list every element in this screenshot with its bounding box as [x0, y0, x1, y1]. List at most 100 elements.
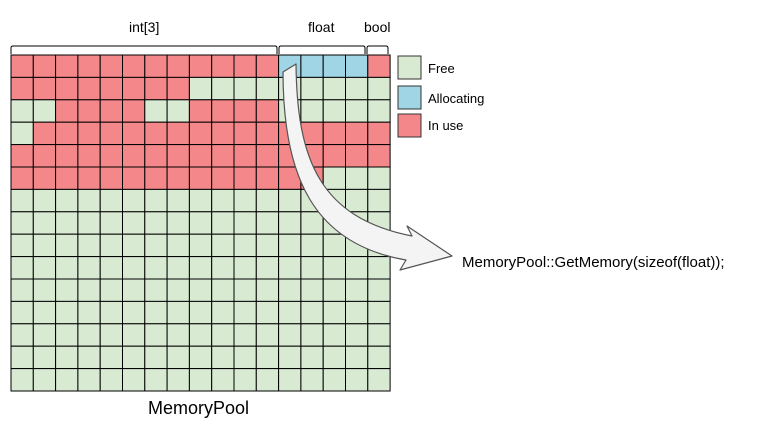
memory-cell-free — [77, 256, 101, 280]
memory-cell-free — [166, 323, 190, 347]
memory-cell-in-use — [32, 54, 57, 78]
memory-cell-free — [367, 345, 391, 370]
memory-cell-in-use — [99, 54, 123, 78]
memory-cell-free — [55, 278, 79, 302]
memory-cell-free — [233, 278, 257, 302]
memory-cell-free — [144, 323, 168, 347]
memory-cell-free — [99, 211, 123, 235]
float-label: float — [308, 19, 335, 35]
memory-cell-free — [367, 188, 391, 213]
memory-cell-free — [233, 368, 257, 392]
memory-cell-free — [278, 211, 302, 235]
memory-cell-free — [99, 256, 123, 280]
memory-cell-free — [233, 188, 257, 213]
memory-cell-free — [300, 323, 324, 347]
memory-cell-in-use — [77, 144, 101, 168]
memory-cell-in-use — [233, 99, 257, 123]
legend-swatch-allocating — [397, 85, 422, 110]
memory-cell-free — [345, 188, 369, 213]
memory-cell-in-use — [233, 166, 257, 190]
memory-cell-free — [55, 323, 79, 347]
memory-cell-free — [77, 323, 101, 347]
memory-cell-free — [255, 188, 280, 213]
memory-cell-allocating — [322, 54, 347, 78]
memory-cell-in-use — [99, 121, 123, 146]
arrow-icon — [282, 63, 453, 271]
memory-cell-free — [144, 345, 168, 370]
memory-cell-in-use — [345, 144, 369, 168]
memory-cell-in-use — [77, 121, 101, 146]
memory-cell-free — [300, 256, 324, 280]
memory-cell-free — [32, 211, 57, 235]
memory-cell-free — [211, 323, 235, 347]
memory-cell-in-use — [144, 54, 168, 78]
memory-cell-in-use — [188, 54, 213, 78]
memory-cell-in-use — [166, 54, 190, 78]
memory-cell-in-use — [55, 54, 79, 78]
memory-cell-free — [10, 188, 34, 213]
memory-cell-free — [10, 233, 34, 258]
memory-cell-free — [122, 323, 146, 347]
legend-label-in-use: In use — [428, 118, 464, 133]
memory-cell-in-use — [166, 76, 190, 101]
memory-cell-in-use — [144, 144, 168, 168]
memory-cell-allocating — [345, 54, 369, 78]
memory-cell-free — [322, 368, 347, 392]
memory-cell-free — [188, 345, 213, 370]
memory-cell-in-use — [188, 166, 213, 190]
memory-cell-free — [300, 76, 324, 101]
memory-cell-free — [99, 300, 123, 325]
memory-cell-free — [345, 76, 369, 101]
memory-cell-free — [278, 256, 302, 280]
memory-cell-in-use — [367, 54, 391, 78]
memory-cell-free — [32, 300, 57, 325]
memory-cell-in-use — [77, 54, 101, 78]
memory-cell-free — [122, 278, 146, 302]
memory-cell-free — [166, 233, 190, 258]
memory-cell-free — [32, 188, 57, 213]
memory-cell-free — [211, 188, 235, 213]
memory-cell-free — [322, 278, 347, 302]
memory-cell-free — [166, 368, 190, 392]
memory-cell-free — [77, 188, 101, 213]
memory-cell-free — [55, 233, 79, 258]
memory-cell-free — [144, 211, 168, 235]
memory-cell-in-use — [255, 121, 280, 146]
memory-cell-free — [367, 76, 391, 101]
memory-cell-free — [188, 188, 213, 213]
memory-cell-free — [77, 211, 101, 235]
memory-cell-free — [345, 300, 369, 325]
memory-cell-free — [278, 368, 302, 392]
memory-cell-free — [166, 256, 190, 280]
memory-cell-free — [345, 99, 369, 123]
memory-cell-free — [144, 99, 168, 123]
memory-cell-in-use — [166, 121, 190, 146]
memory-cell-free — [322, 256, 347, 280]
memory-cell-in-use — [322, 144, 347, 168]
memory-cell-free — [367, 368, 391, 392]
memory-cell-free — [345, 256, 369, 280]
memory-cell-free — [367, 166, 391, 190]
memory-cell-free — [211, 211, 235, 235]
memory-cell-free — [99, 233, 123, 258]
memory-cell-in-use — [10, 144, 34, 168]
memory-cell-free — [278, 300, 302, 325]
memory-cell-free — [32, 368, 57, 392]
legend — [397, 55, 422, 138]
memory-cell-in-use — [122, 144, 146, 168]
memory-cell-in-use — [32, 76, 57, 101]
memory-cell-in-use — [122, 166, 146, 190]
memory-cell-in-use — [188, 121, 213, 146]
memory-cell-in-use — [188, 144, 213, 168]
memory-cell-in-use — [255, 54, 280, 78]
memory-cell-in-use — [77, 166, 101, 190]
memory-cell-free — [278, 188, 302, 213]
memory-cell-free — [188, 278, 213, 302]
memory-cell-free — [233, 76, 257, 101]
memory-cell-free — [345, 345, 369, 370]
memory-cell-free — [255, 256, 280, 280]
memory-grid — [10, 54, 391, 392]
memory-cell-free — [300, 211, 324, 235]
memory-cell-free — [99, 188, 123, 213]
memory-cell-free — [300, 99, 324, 123]
